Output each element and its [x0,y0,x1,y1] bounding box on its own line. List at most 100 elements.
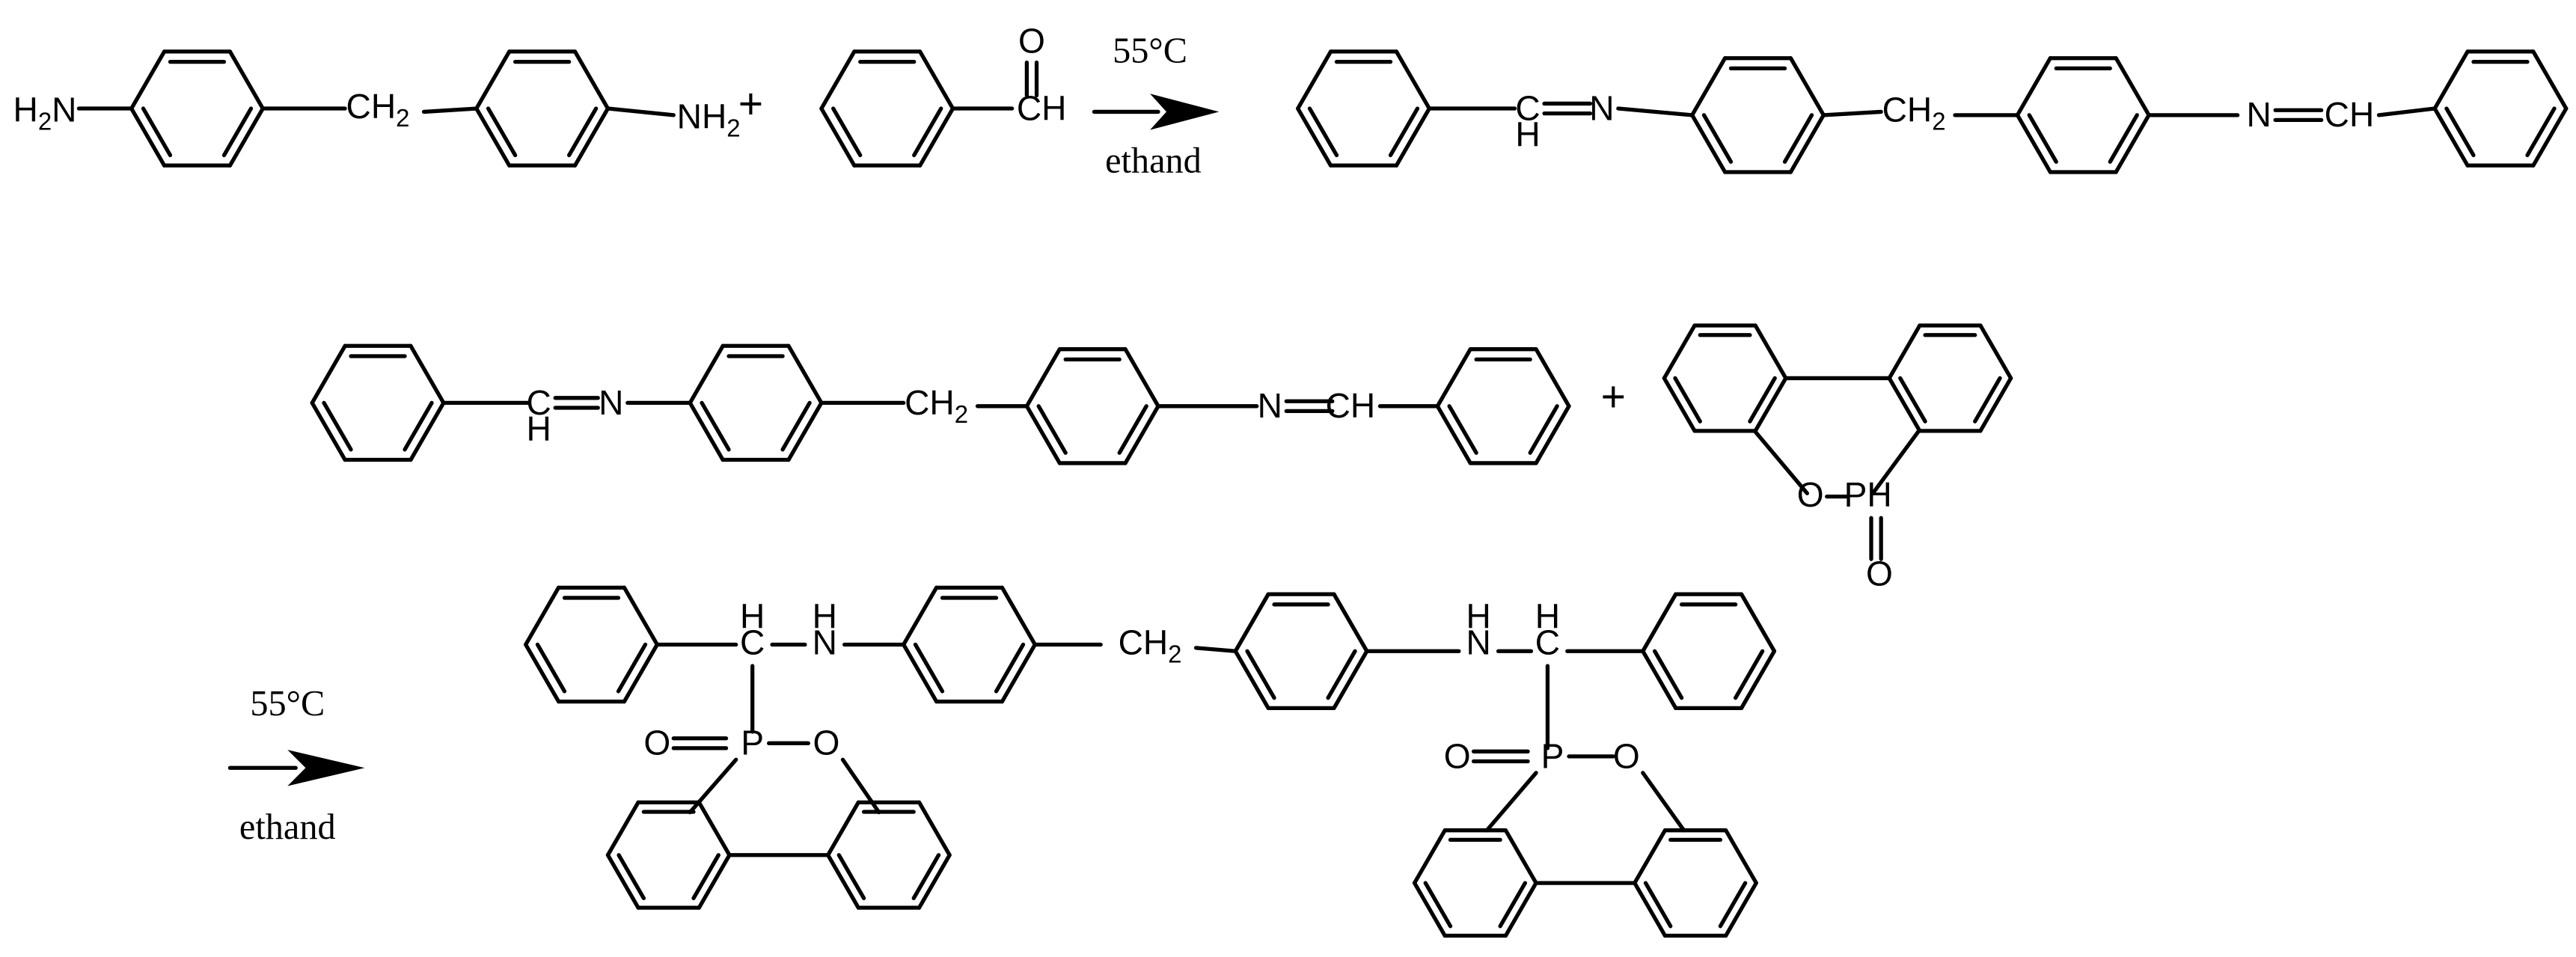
bond-177 [1245,649,1276,700]
product-right-ring-o: O [1613,736,1640,775]
reactant-imine-ch-right: CH [1326,386,1376,425]
bond-2 [221,106,254,158]
bond-47 [1788,113,1826,174]
bond-79 [2531,49,2569,111]
bond-198 [688,757,738,815]
bond-6 [129,49,167,111]
bond-120 [1435,404,1472,465]
bond-51 [1701,113,1734,164]
dopo-double-oxygen: O [1866,554,1893,593]
bond-62 [2027,113,2058,164]
amine-h2n-label-tail: N [52,91,76,129]
bond-134 [1753,323,1788,381]
product-final-ch2-label: CH2 [1119,623,1182,668]
bond-21 [605,106,676,117]
bond-199 [840,757,881,815]
bond-101 [786,343,824,406]
bond-15 [474,106,512,168]
bond-127 [1748,376,1777,424]
product-right-nh-h: H [1466,596,1491,635]
bond-74 [2432,106,2470,168]
product-imine-n-right: N [2247,95,2271,134]
bond-239 [1633,828,1668,885]
bond-228 [1412,881,1447,938]
bond-204 [617,853,646,901]
product-left-p: P [741,724,764,762]
bond-150 [622,642,659,704]
bond-107 [1024,404,1062,465]
bond-203 [605,853,640,910]
bond-185 [1739,649,1777,711]
product-left-nh-h: H [813,596,837,635]
bond-138 [1887,376,1922,433]
amine-ch2-label: CH2 [346,87,410,132]
product-imine-n-left: N [1589,88,1614,127]
bond-11 [421,106,479,114]
bond-26 [831,106,863,158]
bond-25 [819,106,857,168]
bond-97 [700,400,731,452]
bond-224 [1641,771,1686,833]
product-right-p: P [1541,736,1564,775]
bond-63 [2015,56,2052,117]
bond-154 [535,642,567,694]
bond-96 [688,400,725,462]
amine-nh2-label: NH2 [677,97,741,141]
bond-80 [409,400,446,462]
bond-48 [1782,113,1814,164]
bond-225 [1503,881,1538,938]
reactant-ch2-label: CH2 [905,383,968,428]
conditions-solvent-1: ethand [1105,141,1202,181]
amine-h2n-label: H2N [13,91,77,135]
bond-151 [616,642,648,694]
bond-126 [1753,376,1788,433]
bond-209 [917,853,952,910]
bond-201 [691,853,721,901]
amine-nh2-label-main: NH [677,97,727,135]
bond-213 [836,853,866,901]
bond-81 [403,400,434,452]
bond-13 [566,106,599,158]
bond-230 [1412,828,1447,885]
bond-189 [1652,649,1684,700]
bond-52 [1690,56,1728,117]
bond-42 [1394,49,1431,111]
bond-109 [1024,347,1062,409]
bond-55 [1788,56,1826,117]
bond-59 [2108,113,2139,164]
product-imine-c-left: C [1515,88,1540,127]
bond-217 [917,800,952,857]
bond-72 [2525,106,2557,158]
product-final-ch2-label-subscript: 2 [1168,640,1181,668]
bond-208 [697,800,732,857]
bond-212 [826,853,860,910]
bond-174 [1326,649,1357,700]
bond-223 [1484,771,1538,833]
product-left-ring-o: O [813,724,840,762]
bond-34 [1394,106,1431,168]
bond-173 [1332,649,1369,711]
bond-70 [2376,106,2437,117]
reactant-imine-c-left: C [527,383,551,422]
bond-172 [1193,646,1237,653]
bond-22 [918,106,955,168]
bond-166 [913,642,945,694]
bond-105 [1117,404,1148,455]
bond-46 [1616,106,1695,117]
bond-205 [605,800,640,857]
bond-125 [1534,347,1571,409]
bond-23 [912,106,943,158]
product-left-nh-n: N [813,623,837,662]
amine-h2n-label-main: H [13,91,38,129]
bond-176 [1233,649,1270,711]
bond-5 [141,106,173,158]
bond-16 [486,106,518,158]
bond-58 [2114,113,2151,174]
product-ch2-label-subscript: 2 [1932,108,1945,135]
amine-nh2-label-subscript: 2 [726,114,740,141]
bond-50 [1690,113,1728,174]
bond-66 [2114,56,2151,117]
bond-9 [227,49,265,111]
bond-146 [1870,429,1921,495]
bond-88 [409,343,446,406]
